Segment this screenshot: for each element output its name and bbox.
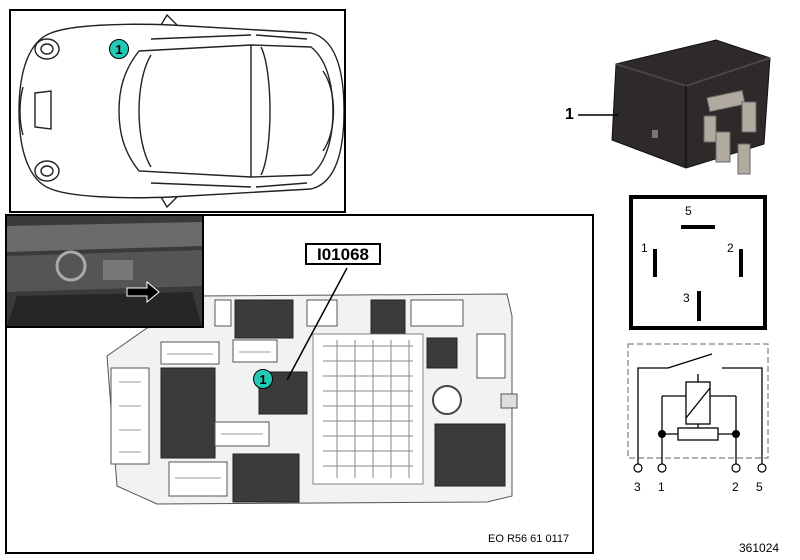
pin-layout-diagram: 5 1 2 3 bbox=[629, 195, 767, 330]
fuse-box-illustration bbox=[106, 267, 518, 505]
schematic-terminal-5: 5 bbox=[756, 480, 763, 494]
pin-label-right: 2 bbox=[727, 241, 734, 255]
schematic-terminal-2: 2 bbox=[732, 480, 739, 494]
car-locator-panel: 1 bbox=[9, 9, 346, 213]
pin-label-left: 1 bbox=[641, 241, 648, 255]
relay-schematic bbox=[627, 343, 769, 473]
car-callout-1: 1 bbox=[109, 39, 129, 59]
relay-leader-line bbox=[578, 114, 618, 116]
pin-label-bottom: 3 bbox=[683, 291, 690, 305]
relay-item-number: 1 bbox=[565, 106, 574, 123]
schematic-terminal-3: 3 bbox=[634, 480, 641, 494]
fuse-box-code: EO R56 61 0117 bbox=[488, 533, 570, 545]
fuse-box-panel: 1 EO R56 61 0117 bbox=[5, 214, 594, 554]
fuse-callout-1: 1 bbox=[253, 369, 273, 389]
dashboard-photo bbox=[7, 216, 202, 326]
schematic-terminal-1: 1 bbox=[658, 480, 665, 494]
interior-photo-inset bbox=[5, 214, 204, 328]
relay-photo bbox=[611, 39, 771, 175]
pin-label-top: 5 bbox=[685, 204, 692, 218]
reference-number: 361024 bbox=[739, 541, 780, 555]
pin-blades bbox=[653, 225, 743, 321]
part-number-box: I01068 bbox=[305, 243, 381, 265]
car-outline-illustration bbox=[18, 13, 345, 209]
